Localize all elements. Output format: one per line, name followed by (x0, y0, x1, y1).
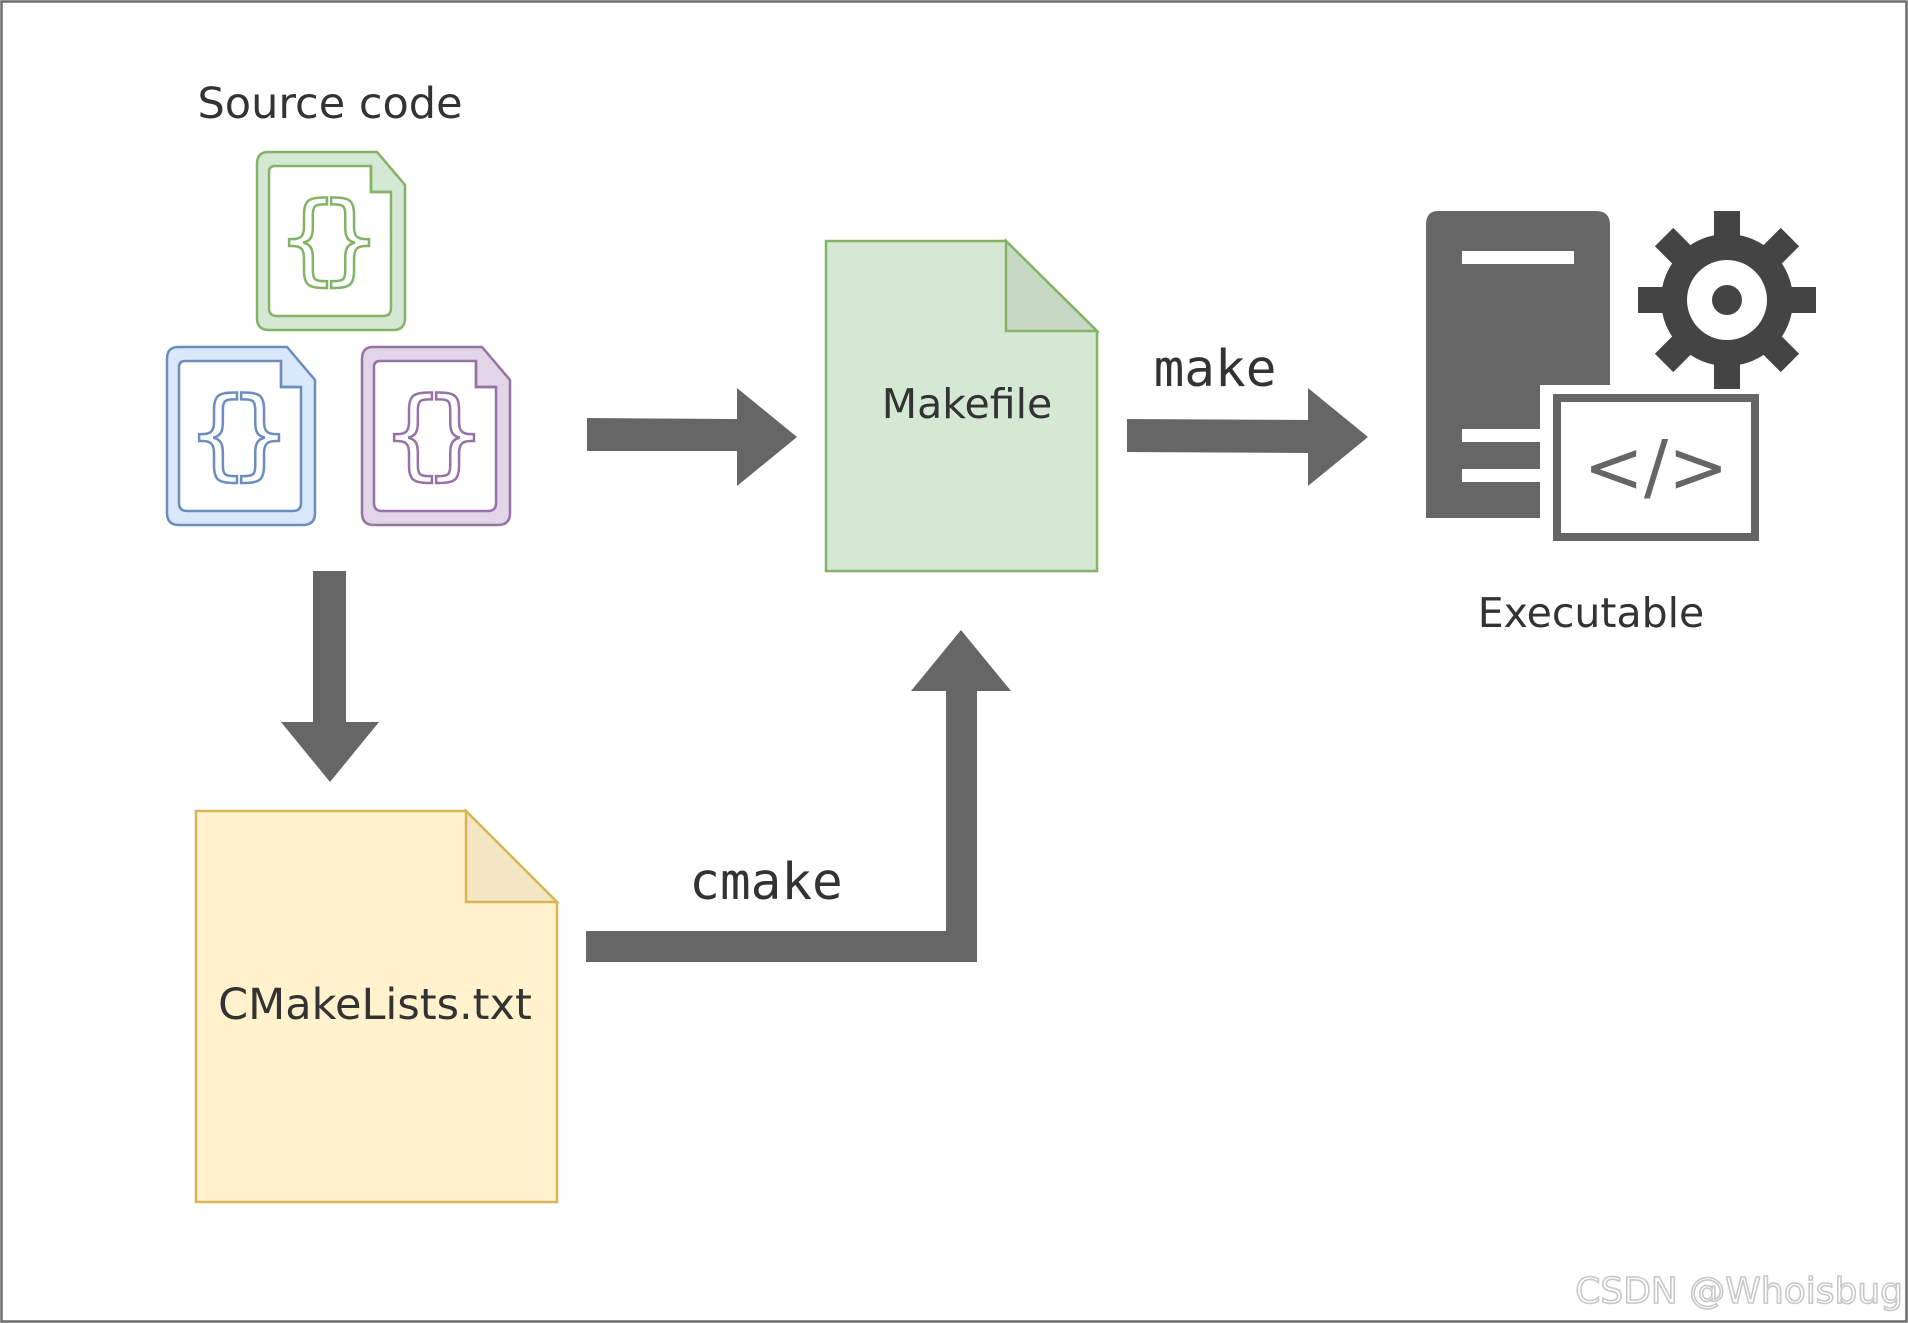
code-symbol: </> (1584, 425, 1729, 509)
code-window-icon: </> (1540, 385, 1765, 550)
arrow-source-to-makefile (587, 388, 797, 486)
cmake-command-label: cmake (689, 853, 843, 912)
watermark: CSDN @Whoisbug (1575, 1271, 1903, 1312)
arrow-cmakelists-to-makefile (586, 630, 1011, 962)
source-code-label: Source code (197, 79, 462, 129)
executable-label: Executable (1478, 589, 1705, 637)
brace-close: } (319, 182, 381, 296)
brace-open: { (382, 377, 444, 491)
brace-close: } (424, 377, 486, 491)
brace-open: { (277, 182, 339, 296)
code-file-purple-icon: { } (360, 345, 512, 527)
cmakelists-document: CMakeLists.txt (194, 807, 561, 1204)
makefile-document: Makefile (824, 238, 1101, 573)
arrow-makefile-to-executable (1127, 388, 1368, 486)
makefile-label: Makefile (882, 380, 1052, 428)
arrow-source-to-cmakelists (281, 571, 379, 782)
cmakelists-label: CMakeLists.txt (218, 980, 532, 1030)
brace-close: } (229, 377, 291, 491)
code-file-blue-icon: { } (165, 345, 317, 527)
make-command-label: make (1154, 340, 1277, 399)
gear-icon (1638, 211, 1816, 389)
executable-icon-group: </> (1426, 211, 1816, 550)
code-file-green-icon: { } (255, 150, 407, 332)
brace-open: { (187, 377, 249, 491)
